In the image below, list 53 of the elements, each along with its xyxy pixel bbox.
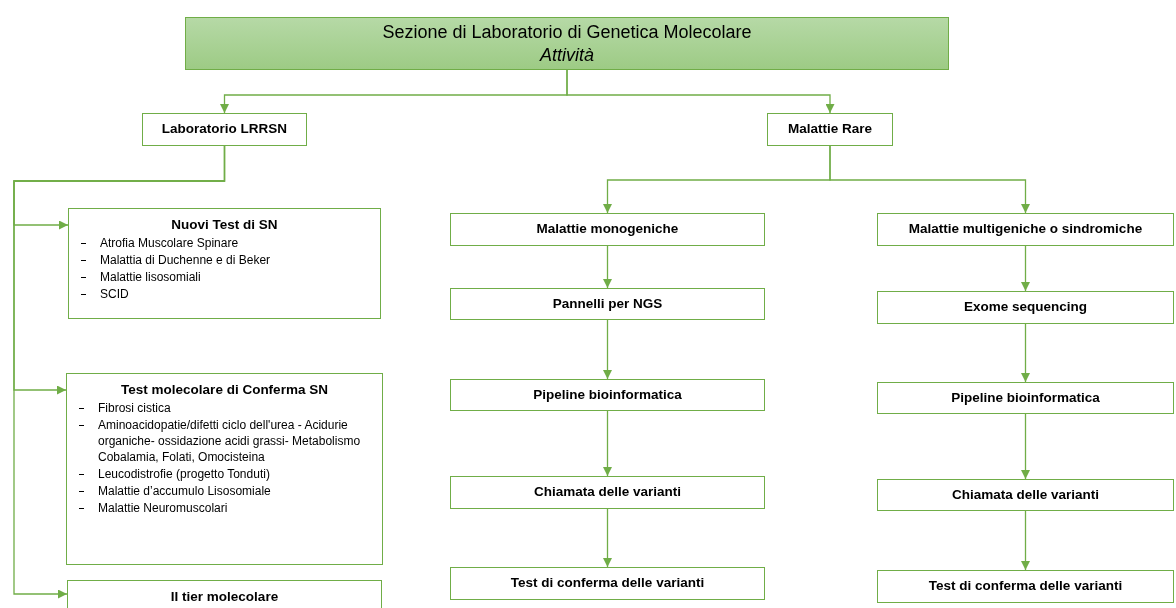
box-heading: Test molecolare di Conferma SN: [120, 381, 329, 399]
box-label: Malattie monogeniche: [536, 220, 679, 239]
box-label: Chiamata delle varianti: [951, 485, 1100, 504]
process-box: [877, 213, 1174, 246]
list-item: Malattie lisosomiali: [100, 269, 201, 285]
header-title: Sezione di Laboratorio di Genetica Molecolare: [382, 20, 752, 44]
list-box: [68, 208, 381, 319]
process-box: [877, 382, 1174, 414]
process-box: [767, 113, 893, 146]
box-label: Test di conferma delle varianti: [928, 577, 1123, 596]
box-label: Chiamata delle varianti: [533, 483, 682, 502]
list-item: Malattie d’accumulo Lisosomiale: [98, 483, 271, 499]
list-item: Aminoacidopatie/difetti ciclo dell'urea - Acidurie organiche- ossidazione acidi grassi- Metabolismo Cobalamia, Folati, Omocisteina: [98, 417, 362, 465]
process-box: [450, 567, 765, 600]
connector-arrow: [566, 69, 835, 114]
box-label: Pipeline bioinformatica: [533, 385, 682, 404]
process-box: [450, 379, 765, 411]
box-label: Exome sequencing: [963, 298, 1087, 317]
process-box: [67, 580, 382, 608]
box-heading: Nuovi Test di SN: [170, 216, 279, 234]
connector-arrow: [829, 145, 1030, 214]
box-label: Pannelli per NGS: [552, 294, 663, 313]
header-subtitle: Attività: [540, 43, 594, 67]
connector-arrow: [603, 410, 612, 477]
list-box: [66, 373, 383, 565]
box-label: Malattie Rare: [787, 120, 872, 139]
box-label: II tier molecolare: [170, 588, 279, 606]
list-item: Malattie Neuromuscolari: [98, 500, 228, 516]
connector-arrow: [603, 319, 612, 380]
process-box: [877, 291, 1174, 324]
process-box: [877, 570, 1174, 603]
box-label: Test di conferma delle varianti: [510, 574, 705, 593]
connector-arrow: [603, 508, 612, 568]
list-item: Atrofia Muscolare Spinare: [100, 235, 239, 251]
process-box: [142, 113, 307, 146]
connector-arrow: [13, 145, 226, 599]
box-label: Malattie multigeniche o sindromiche: [908, 220, 1143, 239]
header-box: [185, 17, 949, 70]
process-box: [450, 288, 765, 320]
connector-arrow: [603, 245, 612, 289]
box-label: Pipeline bioinformatica: [951, 388, 1100, 407]
connector-arrow: [1021, 323, 1030, 383]
process-box: [877, 479, 1174, 511]
connector-arrow: [1021, 510, 1030, 571]
list-item: Malattia di Duchenne e di Beker: [100, 252, 271, 268]
list-item: SCID: [100, 286, 129, 302]
process-box: [450, 476, 765, 509]
process-box: [450, 213, 765, 246]
list-item: Fibrosi cistica: [98, 400, 171, 416]
connector-arrow: [1021, 245, 1030, 292]
list-item: Leucodistrofie (progetto Tonduti): [98, 466, 270, 482]
box-label: Laboratorio LRRSN: [161, 120, 288, 139]
connector-arrow: [1021, 413, 1030, 480]
